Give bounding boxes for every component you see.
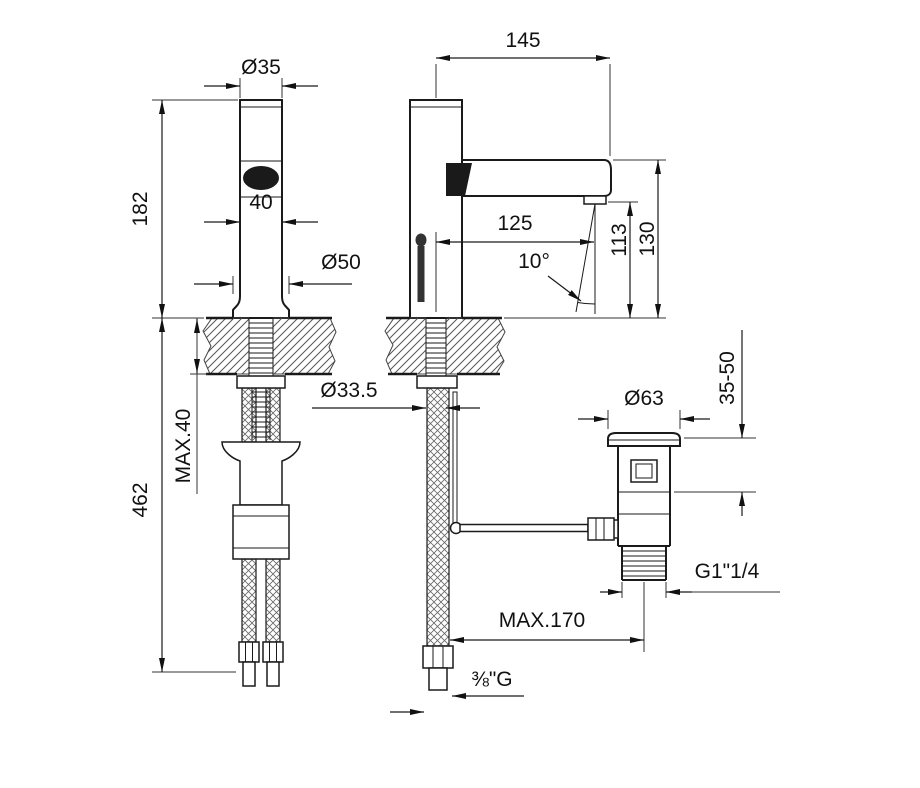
mounting-washer-front (236, 375, 286, 389)
dim-label-dia33-5: Ø33.5 (320, 379, 377, 402)
front-view (202, 99, 337, 687)
hose-fitting-left (238, 641, 260, 663)
dim-label-max170: MAX.170 (499, 609, 585, 632)
overflow-window (630, 459, 658, 483)
lift-rod (417, 246, 425, 302)
dim-label-40: 40 (249, 191, 272, 214)
dim-label-g38: ⅜"G (471, 668, 512, 691)
dim-label-dia63: Ø63 (624, 387, 664, 410)
dim-label-dia50: Ø50 (321, 251, 361, 274)
deck-section-left-b (272, 317, 337, 375)
locking-nut-bands (233, 515, 289, 549)
hose-fitting-right (262, 641, 284, 663)
lift-rod-knob (415, 233, 427, 247)
extension-lines (152, 64, 780, 673)
dimension-annotations: Ø35 145 182 40 Ø50 125 10° 113 130 Ø33.5… (129, 29, 780, 715)
dim-label-dia35: Ø35 (241, 56, 281, 79)
popup-vertical-rod (452, 391, 458, 527)
mounting-flange-cone (221, 441, 301, 506)
drain-locknut-lines (618, 491, 670, 515)
dim-label-145: 145 (505, 29, 540, 52)
deck-section-mid-b (445, 317, 506, 375)
faucet-spout (461, 159, 612, 197)
shank-threads-front (248, 318, 274, 376)
spout-opening-front (243, 166, 279, 190)
hose-tube-right (266, 661, 280, 687)
popup-horizontal-rod (459, 523, 589, 533)
supply-hose-left-upper (241, 387, 257, 443)
angle-leader-arrow (547, 275, 582, 302)
side-view (384, 99, 612, 691)
drain-tailpiece (621, 546, 667, 581)
deck-edges-mid (386, 316, 502, 376)
hose-tube-side (428, 667, 448, 691)
dim-label-125: 125 (497, 212, 532, 235)
hose-fitting-side (422, 645, 454, 669)
pivot-nut (587, 517, 615, 541)
supply-hose-side (426, 387, 450, 647)
handle-lever-side (446, 163, 472, 196)
dim-label-182: 182 (129, 191, 152, 226)
dim-label-max40: MAX.40 (172, 409, 195, 484)
shank-threads-side (425, 318, 447, 376)
tailpiece-threads (622, 550, 666, 577)
angle-arc (577, 302, 596, 305)
dim-label-10deg: 10° (518, 250, 550, 273)
spout-band-lines (240, 160, 282, 198)
supply-hose-right-upper (265, 387, 281, 443)
supply-hose-right-lower (265, 558, 281, 643)
drain-assembly-view (587, 432, 681, 581)
aerator (583, 195, 607, 205)
locking-nut-front (232, 504, 290, 560)
hose-tube-left (242, 661, 256, 687)
deck-edges-left (206, 316, 332, 376)
dim-label-g114: G1"1/4 (695, 560, 760, 583)
dim-label-113: 113 (608, 223, 631, 256)
stream-angle-lines (575, 203, 596, 314)
overflow-window-inner (635, 463, 653, 479)
mounting-washer-side (416, 375, 458, 389)
dim-label-462: 462 (129, 482, 152, 517)
stud-threads-front (251, 388, 271, 440)
deck-section-mid-a (384, 317, 427, 375)
dim-label-130: 130 (636, 221, 659, 256)
supply-hose-left-lower (241, 558, 257, 643)
deck-section-left-a (202, 317, 250, 375)
dim-label-35-50: 35-50 (716, 351, 739, 405)
